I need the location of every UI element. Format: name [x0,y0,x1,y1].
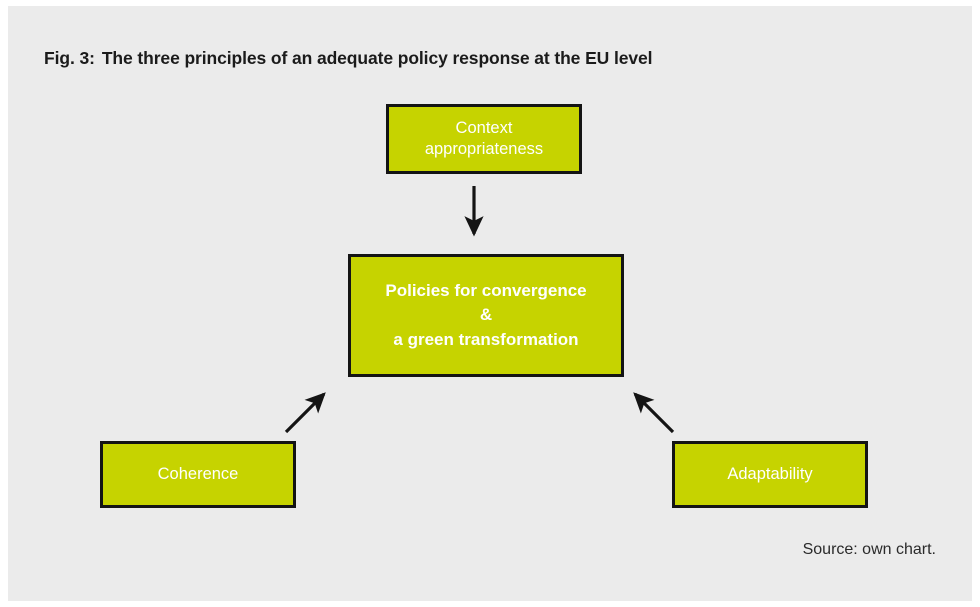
node-box-coherence: Coherence [100,441,296,508]
arrow-coherence-to-policies [284,392,326,434]
node-label-policies-line3: a green transformation [393,329,579,349]
figure-number: Fig. 3: [44,48,95,68]
arrow-adaptability-to-policies [633,392,675,434]
source-note: Source: own chart. [802,541,936,558]
node-box-adaptability: Adaptability [672,441,868,508]
node-box-policies: Policies for convergence & a green trans… [348,254,624,377]
node-label-policies-line2: & [479,305,493,325]
node-label-coherence: Coherence [157,464,239,483]
node-label-adaptability: Adaptability [727,464,813,483]
page-title: Fig. 3: The three principles of an adequa… [44,48,652,69]
figure-title-text: The three principles of an adequate poli… [101,48,653,68]
node-label-context-line1: Context [455,118,513,137]
node-label-policies: Policies for convergence & a green trans… [377,279,594,353]
node-box-context: Context appropriateness [386,104,582,174]
node-label-policies-line1: Policies for convergence [385,280,587,300]
figure-canvas: Fig. 3: The three principles of an adequa… [8,6,972,601]
node-label-context-line2: appropriateness [424,140,544,158]
node-label-context: Context appropriateness [417,118,551,160]
